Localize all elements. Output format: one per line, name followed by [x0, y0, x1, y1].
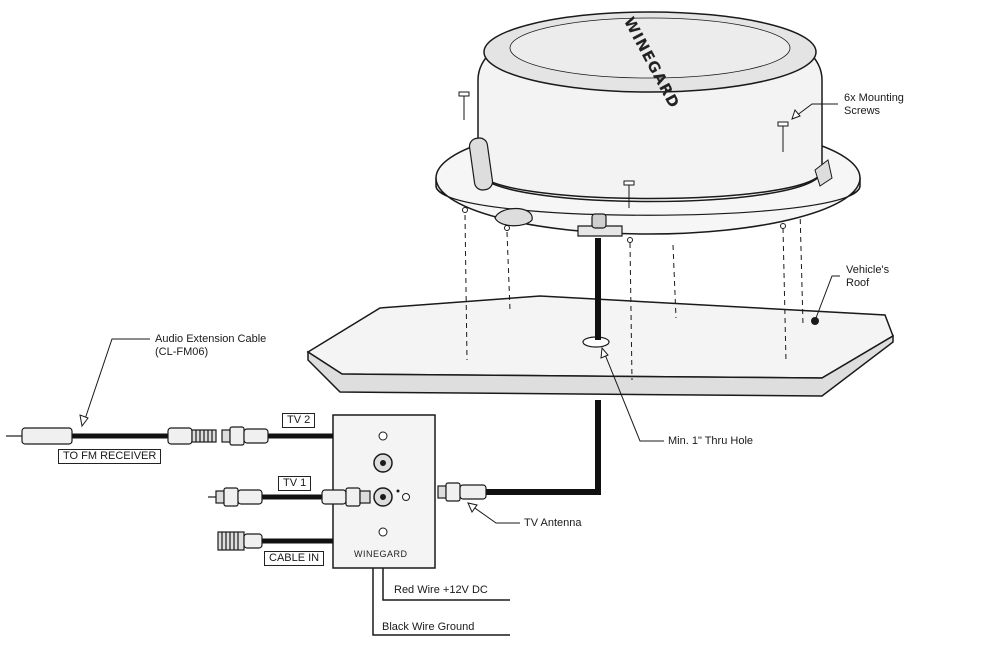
audio-cable-label-line1: Audio Extension Cable — [155, 333, 267, 345]
arrowheads — [79, 108, 801, 514]
cables — [72, 433, 333, 544]
leader-lines — [83, 103, 840, 524]
antenna-dome — [435, 11, 861, 243]
screw-3 — [623, 180, 635, 208]
wall-plate-brand: WINEGARD — [354, 549, 408, 559]
antenna-coax-cable — [486, 238, 601, 495]
screw-2 — [777, 121, 789, 152]
screw-guide-lines — [464, 209, 804, 381]
power-wires — [372, 568, 510, 636]
cable-in-connector — [217, 531, 263, 551]
connectors — [6, 426, 487, 551]
black-wire-label: Black Wire Ground — [382, 621, 475, 633]
tv1-label: TV 1 — [278, 476, 312, 491]
mounting-screws-label-line1: 6x Mounting — [844, 92, 904, 104]
vehicle-roof-label-line1: Vehicle's — [846, 264, 890, 276]
tv2-f-connector — [221, 426, 269, 446]
tv1-left-f-connector — [208, 487, 263, 507]
mounting-screws — [458, 91, 789, 208]
tv2-label: TV 2 — [282, 413, 316, 428]
fm-f-connector — [167, 427, 217, 445]
tv-antenna-label: TV Antenna — [524, 517, 582, 529]
antenna-f-connector — [437, 482, 487, 502]
vehicle-roof-label-line2: Roof — [846, 277, 870, 289]
roof-marker-dot — [811, 317, 819, 325]
tv1-plate-f-connector — [321, 487, 371, 507]
thru-hole-label: Min. 1" Thru Hole — [668, 435, 754, 447]
fm-receiver-label: TO FM RECEIVER — [58, 449, 162, 464]
cable-in-label: CABLE IN — [264, 551, 325, 566]
red-wire-label: Red Wire +12V DC — [394, 584, 488, 596]
audio-plug — [6, 427, 73, 445]
mounting-screws-label-line2: Screws — [844, 105, 881, 117]
screw-1 — [458, 91, 470, 120]
audio-cable-label-line2: (CL-FM06) — [155, 346, 209, 358]
